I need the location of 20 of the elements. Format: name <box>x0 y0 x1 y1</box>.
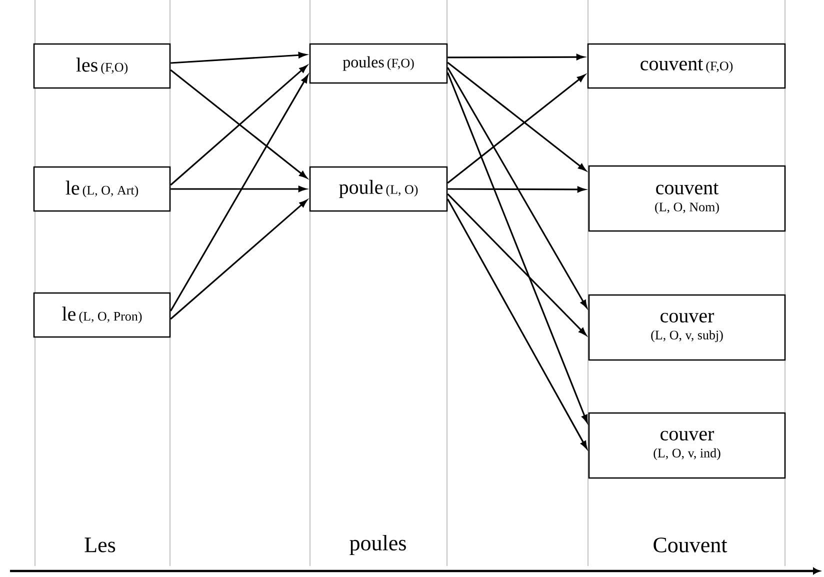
arrow <box>170 200 308 320</box>
word-box: couver (L, O, v, ind) <box>588 412 786 479</box>
arrow <box>170 75 308 312</box>
word-box: poule (L, O) <box>309 166 448 212</box>
arrow <box>447 74 586 184</box>
arrow <box>448 54 584 60</box>
arrow <box>447 62 586 171</box>
arrow <box>447 193 586 336</box>
arrow <box>448 186 586 192</box>
arrow <box>446 67 588 308</box>
arrow <box>170 52 306 64</box>
word-box: couvent (L, O, Nom) <box>588 165 786 232</box>
arrow <box>446 198 588 449</box>
arrow <box>170 186 306 192</box>
column-label: Les <box>84 538 116 552</box>
arrow <box>446 72 588 423</box>
word-box: couver (L, O, v, subj) <box>588 294 786 361</box>
word-box: poules (F,O) <box>309 43 448 84</box>
column-label: poules <box>350 535 406 555</box>
column-label: Couvent <box>654 538 728 552</box>
